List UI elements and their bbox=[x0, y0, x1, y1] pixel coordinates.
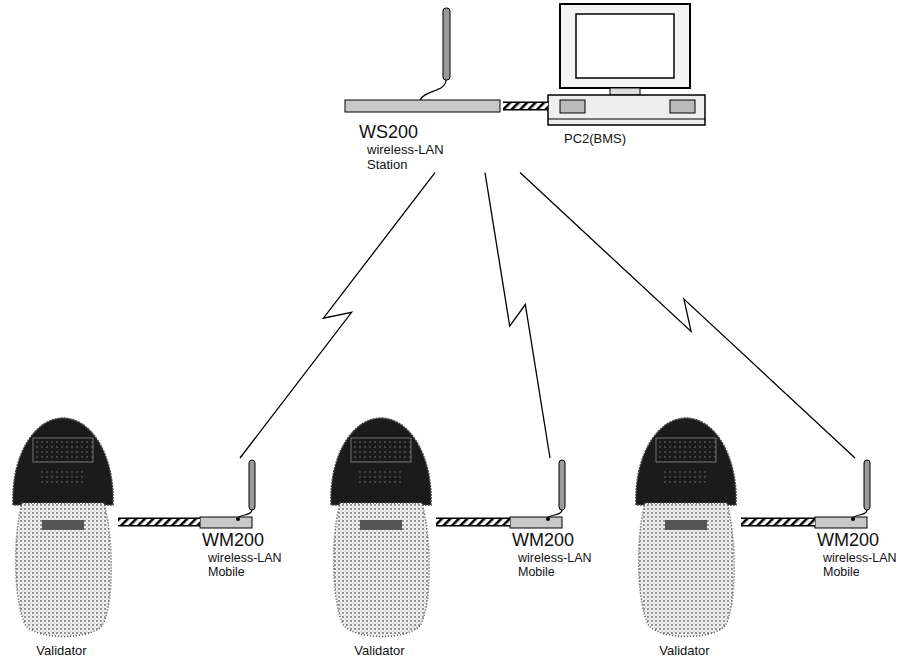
cable-hatching bbox=[503, 103, 548, 109]
cable-hatching bbox=[436, 519, 510, 525]
wireless-link bbox=[240, 173, 435, 458]
cable-hatching bbox=[741, 519, 815, 525]
wireless-bolt bbox=[520, 173, 855, 458]
cable-connector bbox=[503, 106, 548, 107]
device-label: Validator bbox=[5, 644, 118, 659]
device-caption: wireless-LAN Mobile bbox=[208, 551, 292, 580]
cable-outline bbox=[503, 102, 548, 111]
cable-outline bbox=[436, 518, 510, 527]
wireless-bolt bbox=[240, 173, 435, 458]
validator-device bbox=[331, 418, 431, 637]
device-label: WM200 bbox=[512, 530, 605, 551]
device-label: WM200 bbox=[817, 530, 908, 551]
mobile-device bbox=[815, 460, 870, 528]
mobile-device bbox=[200, 460, 255, 528]
wireless-bolt bbox=[485, 173, 550, 458]
device-caption: wireless-LAN Mobile bbox=[518, 551, 602, 580]
mobile-node: WM200wireless-LAN Mobile bbox=[200, 458, 295, 579]
computer-node: PC2(BMS) bbox=[548, 2, 708, 147]
cable-connector bbox=[118, 522, 200, 523]
wireless-link bbox=[520, 173, 855, 458]
station-node: WS200wireless-LAN Station bbox=[345, 6, 503, 173]
cable-connector bbox=[436, 522, 510, 523]
station-device bbox=[345, 8, 500, 112]
device-label: Validator bbox=[628, 644, 741, 659]
computer-icon bbox=[548, 4, 705, 125]
device-label: WS200 bbox=[359, 122, 503, 143]
mobile-node: WM200wireless-LAN Mobile bbox=[510, 458, 605, 579]
device-caption: wireless-LAN Mobile bbox=[823, 551, 907, 580]
device-caption: wireless-LAN Station bbox=[367, 143, 453, 173]
device-label: Validator bbox=[323, 644, 436, 659]
mobile-device bbox=[510, 460, 565, 528]
device-label: PC2(BMS) bbox=[564, 132, 708, 147]
mobile-node: WM200wireless-LAN Mobile bbox=[815, 458, 908, 579]
validator-node: Validator bbox=[323, 412, 436, 659]
validator-device bbox=[13, 418, 113, 637]
cable-outline bbox=[118, 518, 200, 527]
device-label: WM200 bbox=[202, 530, 295, 551]
validator-node: Validator bbox=[5, 412, 118, 659]
validator-node: Validator bbox=[628, 412, 741, 659]
cable-connector bbox=[741, 522, 815, 523]
validator-device bbox=[636, 418, 736, 637]
cable-hatching bbox=[118, 519, 200, 525]
wireless-link bbox=[485, 173, 550, 458]
cable-outline bbox=[741, 518, 815, 527]
